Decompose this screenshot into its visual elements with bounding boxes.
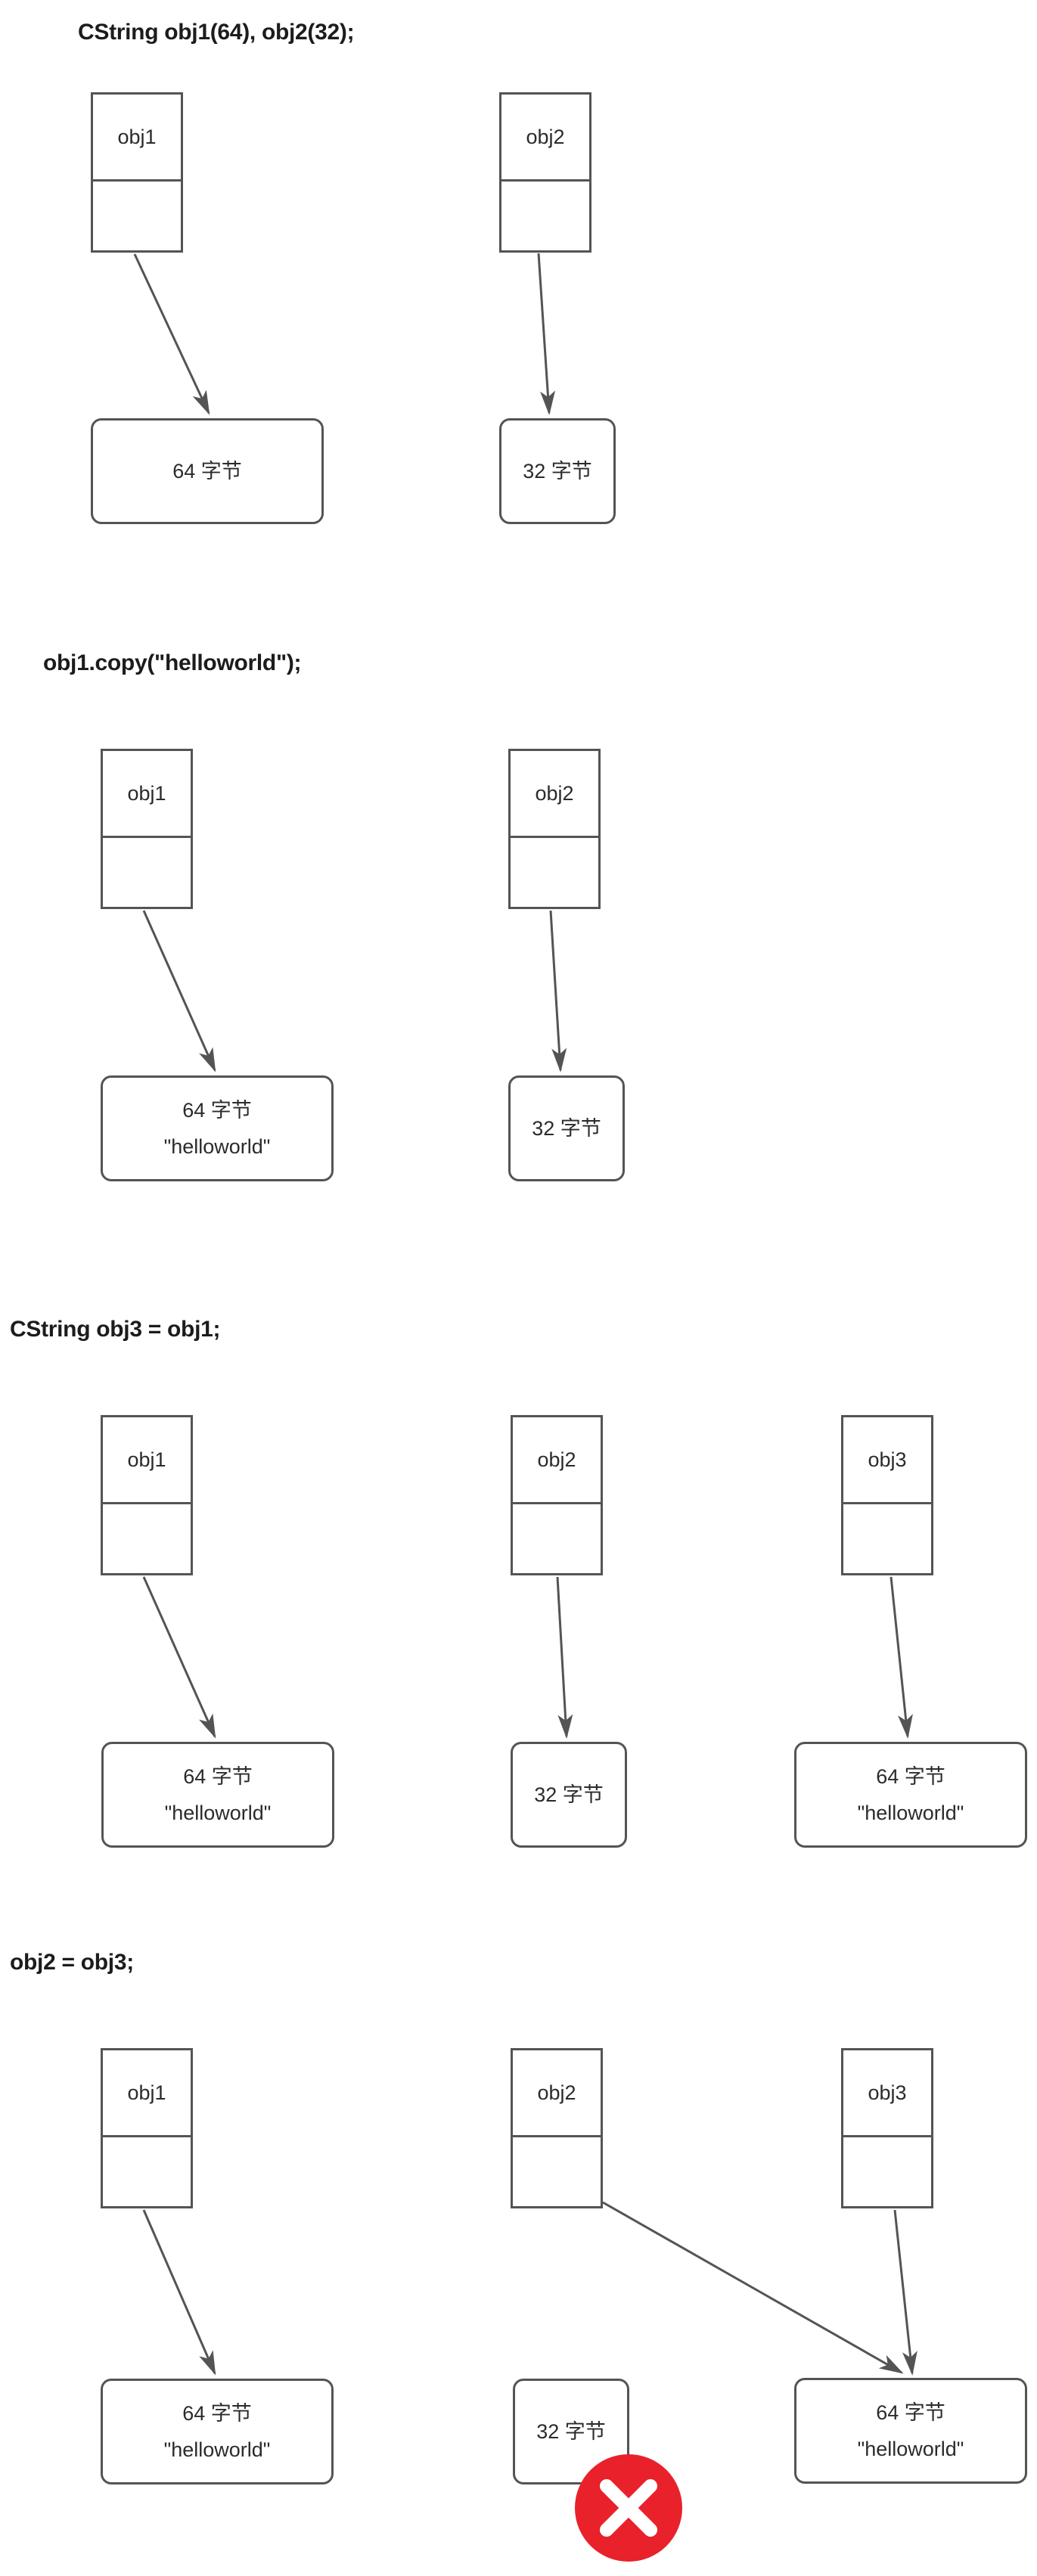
obj2-pointer-slot xyxy=(511,838,598,907)
memory-64-box-shared: 64 字节 "helloworld" xyxy=(794,2378,1027,2484)
memory-32-box: 32 字节 xyxy=(508,1075,625,1181)
obj3-box: obj3 xyxy=(841,2048,933,2208)
obj2-box: obj2 xyxy=(511,1415,603,1575)
section-title: obj1.copy("helloworld"); xyxy=(43,650,302,675)
arrow-s2-obj2-to-32 xyxy=(549,910,567,1072)
obj2-label: obj2 xyxy=(511,751,598,838)
obj1-box: obj1 xyxy=(101,749,193,909)
memory-line: 32 字节 xyxy=(523,460,592,483)
obj3-label: obj3 xyxy=(843,2050,931,2137)
obj1-label: obj1 xyxy=(103,2050,191,2137)
arrow-s3-obj2-to-32 xyxy=(556,1576,573,1739)
arrow-s4-obj3-to-64 xyxy=(893,2209,917,2376)
memory-line: 64 字节 xyxy=(876,1765,945,1788)
arrow-s3-obj3-to-64 xyxy=(890,1576,913,1739)
arrow-s4-obj2-to-64 xyxy=(602,2201,904,2374)
section-title: CString obj3 = obj1; xyxy=(10,1317,221,1342)
memory-line: 64 字节 xyxy=(183,1765,253,1788)
obj1-label: obj1 xyxy=(103,1417,191,1504)
memory-line: 32 字节 xyxy=(532,1117,601,1140)
obj1-box: obj1 xyxy=(101,2048,193,2208)
memory-64-box-obj3: 64 字节 "helloworld" xyxy=(794,1742,1027,1848)
memory-line: "helloworld" xyxy=(164,1802,272,1824)
obj3-box: obj3 xyxy=(841,1415,933,1575)
section-title: CString obj1(64), obj2(32); xyxy=(78,20,355,45)
memory-line: 32 字节 xyxy=(534,1783,604,1806)
section-title: obj2 = obj3; xyxy=(10,1950,134,1975)
freed-memory-x-icon xyxy=(575,2454,682,2562)
arrow-s1-obj2-to-32 xyxy=(537,253,556,415)
obj2-pointer-slot xyxy=(513,1504,601,1573)
obj2-label: obj2 xyxy=(513,2050,601,2137)
memory-64-box: 64 字节 "helloworld" xyxy=(101,1075,334,1181)
obj2-label: obj2 xyxy=(501,95,589,182)
obj1-label: obj1 xyxy=(103,751,191,838)
obj1-pointer-slot xyxy=(93,182,181,250)
obj1-box: obj1 xyxy=(101,1415,193,1575)
memory-line: 32 字节 xyxy=(536,2420,606,2443)
obj1-box: obj1 xyxy=(91,92,183,253)
obj1-pointer-slot xyxy=(103,2137,191,2206)
obj1-pointer-slot xyxy=(103,1504,191,1573)
memory-64-box: 64 字节 "helloworld" xyxy=(101,1742,334,1848)
memory-64-box: 64 字节 xyxy=(91,418,324,524)
obj3-pointer-slot xyxy=(843,1504,931,1573)
memory-line: "helloworld" xyxy=(857,1802,964,1824)
memory-line: 64 字节 xyxy=(172,460,242,483)
arrow-s1-obj1-to-64 xyxy=(133,253,210,415)
memory-64-box: 64 字节 "helloworld" xyxy=(101,2379,334,2484)
memory-line: "helloworld" xyxy=(163,2438,271,2461)
obj1-pointer-slot xyxy=(103,838,191,907)
obj2-box: obj2 xyxy=(511,2048,603,2208)
obj2-pointer-slot xyxy=(501,182,589,250)
obj3-pointer-slot xyxy=(843,2137,931,2206)
obj2-pointer-slot xyxy=(513,2137,601,2206)
memory-line: "helloworld" xyxy=(857,2438,964,2460)
memory-line: "helloworld" xyxy=(163,1135,271,1158)
obj2-box: obj2 xyxy=(499,92,591,253)
arrow-s3-obj1-to-64 xyxy=(142,1576,216,1739)
memory-32-box: 32 字节 xyxy=(511,1742,627,1848)
memory-line: 64 字节 xyxy=(876,2401,945,2424)
obj1-label: obj1 xyxy=(93,95,181,182)
obj2-box: obj2 xyxy=(508,749,601,909)
obj2-label: obj2 xyxy=(513,1417,601,1504)
arrow-s4-obj1-to-64 xyxy=(142,2209,216,2376)
arrow-s2-obj1-to-64 xyxy=(142,910,216,1072)
obj3-label: obj3 xyxy=(843,1417,931,1504)
memory-line: 64 字节 xyxy=(182,1099,252,1122)
memory-32-box: 32 字节 xyxy=(499,418,616,524)
memory-line: 64 字节 xyxy=(182,2402,252,2425)
